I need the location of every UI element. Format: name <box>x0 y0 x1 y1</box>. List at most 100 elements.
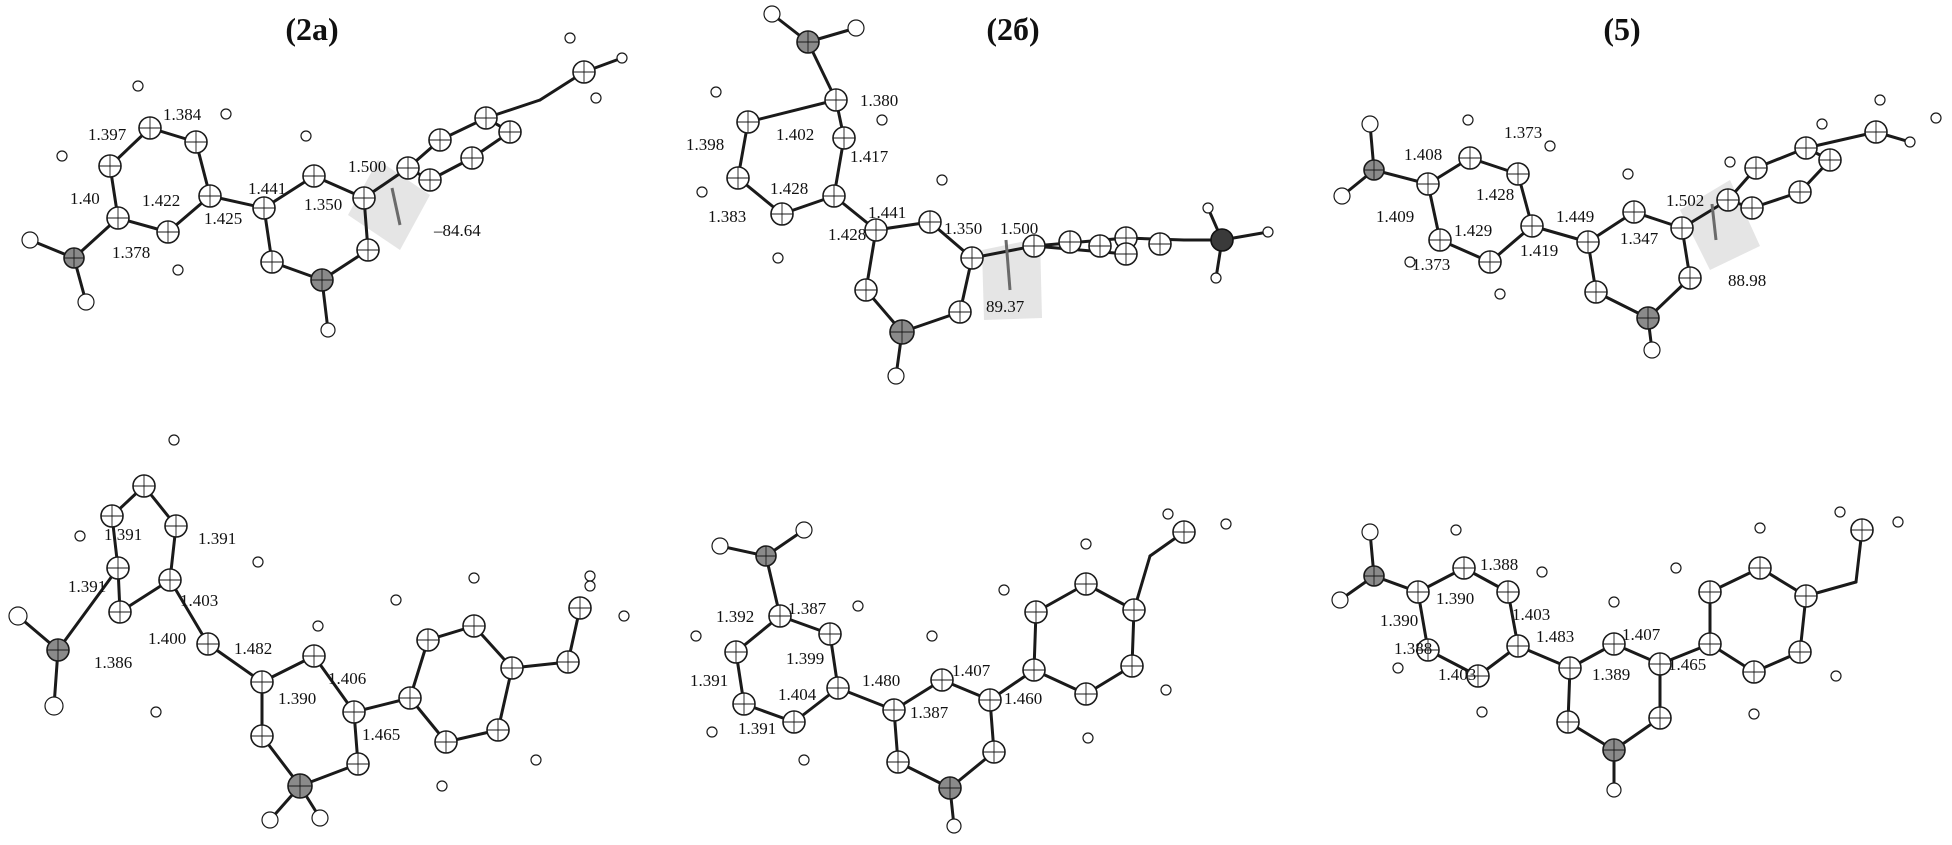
atom <box>1544 140 1556 152</box>
atom <box>1210 272 1222 284</box>
molecule-2a-top: 1.397 1.384 1.40 1.422 1.425 1.378 1.441… <box>21 32 628 338</box>
bond-label: 1.402 <box>776 125 814 144</box>
bond <box>168 578 210 646</box>
bond-label: 1.428 <box>770 179 808 198</box>
molecule-5-top: 1.373 1.408 1.428 1.409 1.429 1.449 1.50… <box>1333 94 1942 359</box>
atom <box>616 52 628 64</box>
bond-label: 1.407 <box>1622 625 1661 644</box>
bond-label: 1.500 <box>348 157 386 176</box>
dihedral-label: 89.37 <box>986 297 1025 316</box>
atom <box>1494 288 1506 300</box>
atom <box>1904 136 1916 148</box>
atom <box>772 252 784 264</box>
bond-label: 1.407 <box>952 661 991 680</box>
bond-label: 1.406 <box>328 669 366 688</box>
atom <box>618 610 630 622</box>
bond-label: 1.449 <box>1556 207 1594 226</box>
molecule-5-bottom: 1.388 1.390 1.390 1.403 1.483 1.407 1.38… <box>1331 506 1904 798</box>
atom <box>1930 112 1942 124</box>
atom <box>590 92 602 104</box>
bond-label: 1.441 <box>248 179 286 198</box>
atom <box>564 32 576 44</box>
atom <box>1643 341 1661 359</box>
atom <box>936 174 948 186</box>
bond-label: 1.388 <box>1480 555 1518 574</box>
atom <box>468 572 480 584</box>
bond-label: 1.429 <box>1454 221 1492 240</box>
molecule-2b-bottom: 1.392 1.387 1.399 1.391 1.404 1.480 1.40… <box>690 508 1232 834</box>
atom <box>311 809 329 827</box>
bond-label: 1.350 <box>944 219 982 238</box>
atom <box>1830 670 1842 682</box>
title-5: (5) <box>1603 11 1640 47</box>
atom <box>1892 516 1904 528</box>
bond-label: 1.419 <box>1520 241 1558 260</box>
atom <box>1162 508 1174 520</box>
atom <box>320 322 336 338</box>
bond-label: 1.417 <box>850 147 889 166</box>
bond-label: 1.465 <box>1668 655 1706 674</box>
atom <box>1082 732 1094 744</box>
atom <box>312 620 324 632</box>
title-2b: (2б) <box>986 11 1039 47</box>
bond-label: 1.390 <box>1436 589 1474 608</box>
atom <box>584 580 596 592</box>
atom <box>1754 522 1766 534</box>
bond-label: 1.350 <box>304 195 342 214</box>
bond-label: 1.428 <box>1476 185 1514 204</box>
atom <box>946 818 962 834</box>
dihedral-label: –84.64 <box>433 221 481 240</box>
atom <box>252 556 264 568</box>
atom <box>172 264 184 276</box>
bond-label: 1.390 <box>278 689 316 708</box>
atom <box>1724 156 1736 168</box>
atom <box>1404 256 1416 268</box>
bond-label: 1.403 <box>180 591 218 610</box>
atom <box>390 594 402 606</box>
atom <box>1220 518 1232 530</box>
atom <box>1333 187 1351 205</box>
atom <box>261 811 279 829</box>
bond-label: 1.347 <box>1620 229 1659 248</box>
bond-label: 1.387 <box>788 599 827 618</box>
bond-label: 1.403 <box>1438 665 1476 684</box>
bond-label: 1.373 <box>1412 255 1450 274</box>
bond-label: 1.482 <box>234 639 272 658</box>
atom <box>220 108 232 120</box>
bond-label: 1.399 <box>786 649 824 668</box>
atom <box>300 130 312 142</box>
atom <box>1361 115 1379 133</box>
bond-label: 1.390 <box>1380 611 1418 630</box>
atom <box>1536 566 1548 578</box>
atom <box>1262 226 1274 238</box>
molecule-2b-top: 1.380 1.402 1.398 1.417 1.428 1.383 1.44… <box>686 5 1274 385</box>
atom <box>1361 523 1379 541</box>
atom <box>1606 782 1622 798</box>
atom <box>876 114 888 126</box>
atom <box>1834 506 1846 518</box>
bond-label: 1.391 <box>198 529 236 548</box>
bond-label: 1.383 <box>708 207 746 226</box>
atom <box>690 630 702 642</box>
bond <box>1804 130 1878 150</box>
atom <box>530 754 542 766</box>
dihedral-plane <box>348 160 430 250</box>
bond <box>56 566 120 652</box>
atom <box>168 434 180 446</box>
bond-label: 1.422 <box>142 191 180 210</box>
atom <box>763 5 781 23</box>
bond-label: 1.384 <box>163 105 202 124</box>
bond-label: 1.391 <box>104 525 142 544</box>
bond-label: 1.373 <box>1504 123 1542 142</box>
atom <box>1816 118 1828 130</box>
bond-label: 1.380 <box>860 91 898 110</box>
bond-label: 1.425 <box>204 209 242 228</box>
atom <box>8 606 28 626</box>
atom <box>77 293 95 311</box>
atom <box>1202 202 1214 214</box>
bond-label: 1.441 <box>868 203 906 222</box>
atom <box>1160 684 1172 696</box>
atom <box>1392 662 1404 674</box>
bond-label: 1.378 <box>112 243 150 262</box>
